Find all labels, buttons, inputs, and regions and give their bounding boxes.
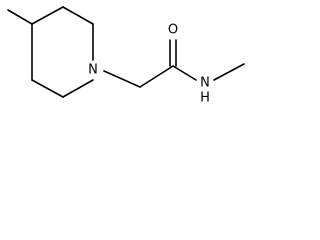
structure-canvas: N O N H: [0, 0, 250, 104]
ring-nitrogen-label: N: [88, 63, 98, 78]
bond-carbonyl-nh: [172, 65, 197, 81]
bond-ch2-carbonyl: [139, 65, 174, 88]
molecule-structure: N O N H: [7, 6, 245, 105]
amide-hydrogen-label: H: [200, 91, 210, 105]
bond-nh-methyl: [213, 63, 245, 81]
carbonyl-oxygen-label: O: [168, 23, 178, 38]
bond-c4-c3: [31, 6, 64, 25]
bond-c6-c5: [31, 79, 64, 98]
bond-methyl-c4: [7, 9, 33, 25]
bond-n1-ch2: [103, 70, 141, 88]
amide-nitrogen-label: N: [200, 76, 210, 91]
bond-n1-c6: [62, 79, 94, 98]
bond-c3-c2: [62, 6, 94, 25]
